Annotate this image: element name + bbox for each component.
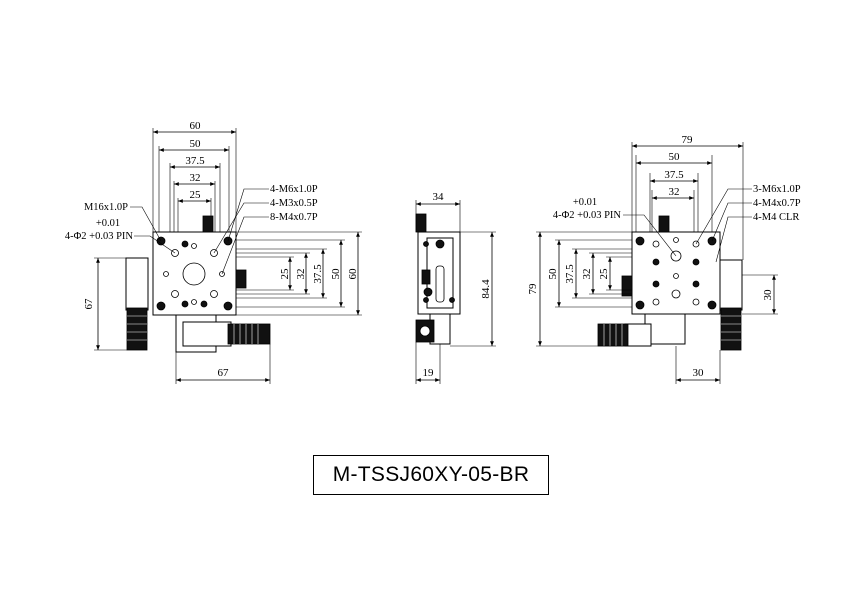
right-callout-tolerance: +0.01 [573,197,597,208]
left-side-micrometer-body [125,257,149,311]
right-micrometer-body [624,323,652,347]
side-dim-19: 19 [423,367,435,379]
left-callout-tolerance: +0.01 [96,218,120,229]
right-plate-holes [635,236,717,310]
left-vdim-60: 60 [347,268,359,280]
right-side-micrometer-body [719,259,743,311]
right-micrometer-thimble [597,323,629,347]
left-callout-m4: 8-M4x0.7P [270,212,318,223]
model-number: M-TSSJ60XY-05-BR [332,463,530,486]
left-vdim-37-5: 37.5 [312,264,324,284]
right-vdim-32: 32 [581,269,593,280]
side-view: 34 84.4 19 [415,191,496,384]
side-dim-84-4: 84.4 [480,279,492,299]
left-side-micrometer-thimble [126,307,148,351]
side-dim-34: 34 [433,191,445,203]
side-lock-screw [421,269,431,285]
model-number-box: M-TSSJ60XY-05-BR [313,455,549,495]
left-dim-32: 32 [190,172,201,184]
left-dim-37-5: 37.5 [185,155,205,167]
right-hdim-30: 30 [693,367,705,379]
right-vdim-30: 30 [762,289,774,301]
right-dim-37-5: 37.5 [664,169,684,181]
left-micrometer-body [182,321,232,347]
left-hdim-67: 67 [218,367,230,379]
right-lock-knob [658,215,670,233]
right-view: 79 50 37.5 32 [527,134,801,384]
left-vdim-25: 25 [279,268,291,280]
left-dim-50: 50 [190,138,202,150]
left-view-top-dimensions [153,130,236,203]
left-callout-m6: 4-M6x1.0P [270,184,318,195]
left-lock-knob [202,215,214,233]
right-vdim-37-5: 37.5 [564,264,576,284]
right-callout-m4-clr: 4-M4 CLR [753,212,799,223]
side-slot [435,265,445,303]
right-vdim-50: 50 [547,268,559,280]
left-dim-60: 60 [190,120,202,132]
left-dim-25: 25 [190,189,202,201]
left-callout-leaders [130,188,269,275]
left-callout-m3: 4-M3x0.5P [270,198,318,209]
left-vdim-32: 32 [295,269,307,280]
left-callout-pin: 4-Φ2 +0.03 PIN [65,231,134,242]
right-vdim-25: 25 [598,268,610,280]
left-side-lock [235,269,247,289]
right-side-lock [621,275,633,297]
right-callout-m6: 3-M6x1.0P [753,184,801,195]
left-vdim-50: 50 [330,268,342,280]
left-view: 60 50 37.5 32 25 [65,120,362,384]
right-callout-pin: 4-Φ2 +0.03 PIN [553,210,622,221]
right-stage-plate [631,231,721,315]
right-callout-leaders [623,188,752,263]
right-callout-m4: 4-M4x0.7P [753,198,801,209]
left-micrometer-thimble [227,323,271,345]
right-dim-50: 50 [669,151,681,163]
right-dim-79: 79 [682,134,694,146]
left-callout-m16: M16x1.0P [84,202,128,213]
right-view-top-dimensions [632,144,743,200]
left-view-right-extension-lines [236,231,362,316]
left-view-right-dimensions [288,232,360,315]
left-vdim-67: 67 [83,298,95,310]
right-side-micrometer-thimble [720,307,742,351]
right-vdim-79: 79 [527,283,539,295]
right-view-left-dimensions [538,232,612,346]
left-view-extension-lines [152,128,237,232]
side-lock-knob [415,213,427,233]
right-dim-32: 32 [669,186,680,198]
